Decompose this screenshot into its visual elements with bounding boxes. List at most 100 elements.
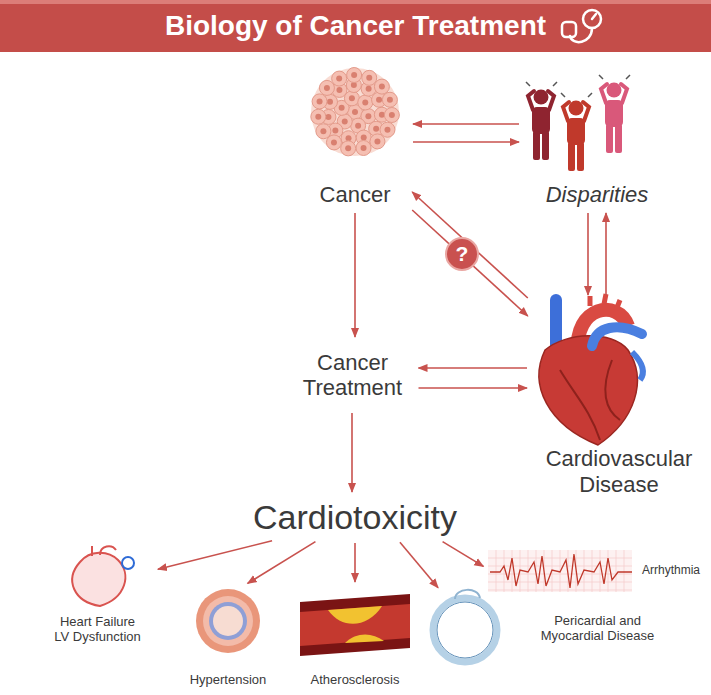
cancer-cluster-part-part [376,97,382,103]
cancer-cluster-part-part [312,94,327,109]
disparities-people-part-part [615,124,622,153]
cancer-cluster-part-part [358,95,373,110]
bp-monitor-icon [562,10,601,42]
heart-illustration-part [592,327,642,346]
cancer-cluster-part-part [316,124,331,139]
cancer-cluster-part-part [384,127,390,133]
cancer-cluster-part-part [327,99,333,105]
disparities-people-part [526,75,630,97]
hypertension-vessel-part [213,606,243,636]
bp-monitor-icon-part [562,22,576,37]
cancer-cluster-part [382,92,397,107]
disparities-people-part-part [528,91,554,110]
connector-arrow [419,387,528,389]
heart-failure-icon-part [72,553,125,606]
node-label: Arrhythmia [642,564,700,578]
cancer-cluster-part-part [342,119,348,125]
cancer-cluster-part [358,95,373,110]
cancer-cluster-part-part [365,113,371,119]
cancer-cluster-part-part [361,145,367,151]
ecg-strip-part-part [608,550,609,592]
connector-arrow [413,123,519,125]
disparities-people-part [563,101,589,172]
heart-illustration-part [632,352,643,380]
ecg-strip-part-part [488,590,632,591]
cancer-cluster-part [319,80,334,95]
connector-arrow [248,542,316,584]
connector-arrow [412,192,528,298]
title-bar [0,0,711,52]
disparities-people-part-part [568,142,575,171]
hypertension-node: Hypertension [176,585,280,691]
cancer-cluster-part-part [374,138,380,144]
cancer-cluster-part-part [379,84,385,90]
disparities-people-part-part [542,131,549,160]
node-label: Atherosclerosis [311,673,400,688]
bp-monitor-icon-part [583,10,601,28]
cancer-cluster-part [384,107,399,122]
cancer-cluster-part-part [387,97,393,103]
connector-arrow [605,213,607,295]
node-label: Cardiovascular Disease [534,446,704,497]
heart-illustration-part [539,336,637,445]
cancer-cluster-part [380,122,395,137]
treatment-node: Cancer Treatment [290,340,416,410]
title-text: Biology of Cancer Treatment [165,10,546,42]
node-label: Disparities [546,182,649,207]
atherosclerosis-artery-part [328,606,382,624]
disparities-people-part-part [533,131,540,160]
hypertension-vessel-part [196,589,260,653]
heart-illustration-part [560,360,620,440]
connector-arrow [400,542,438,587]
atherosclerosis-node: Atherosclerosis [296,585,414,691]
cancer-cluster-part-part [366,86,372,92]
cancer-cluster-part-part [324,85,330,91]
cancer-cluster-part-part [345,145,351,151]
disparities-people-part-part [601,84,627,103]
connector-arrow [351,413,353,492]
heart-illustration [539,294,643,445]
node-label: Cancer [320,182,391,207]
cancer-cluster-part-part [349,95,355,101]
ecg-strip-part-part [624,550,625,592]
cancer-cluster-part-part [347,68,362,83]
disparities-people-part-part [577,142,584,171]
connector-arrow [413,141,519,143]
cancer-cluster-part-part [361,135,367,141]
cancer-cluster-part [347,68,362,83]
heart-failure-icon [72,546,134,606]
cancer-cluster-part-part [362,70,377,85]
node-label: Heart Failure LV Dysfunction [51,615,144,645]
question-badge: ? [445,237,479,271]
cancer-cluster-part [332,71,347,86]
arrhythmia-node: Arrhythmia [486,545,706,596]
connector-arrow [419,367,528,369]
pericardium-ring [433,590,497,662]
bp-monitor-icon-part [570,28,592,42]
disparities-people-part [601,83,627,154]
cancer-cluster-part-part [384,107,399,122]
disparities-people-part [528,90,554,161]
heart-failure-node: Heart Failure LV Dysfunction [40,540,155,648]
ecg-strip-part-part [512,550,513,592]
ecg-strip-part-part [616,550,617,592]
disparities-people-part-part [563,102,589,121]
cancer-cluster-part-part [336,87,342,93]
connector-arrow [158,541,272,570]
cancer-cluster-part-part [366,75,372,81]
cancer-cluster-part [341,141,356,156]
ecg-strip-part-part [496,550,497,592]
heart-failure-icon-part [92,546,116,556]
hypertension-vessel-part [203,596,253,646]
cancer-cluster-part-part [311,109,326,124]
cancer-cluster-part [370,134,385,149]
cancer-cluster-part-part [351,72,357,78]
node-label: Pericardial and Myocardial Disease [535,614,660,644]
ecg-strip-part [488,550,632,592]
cancer-cluster-part [316,124,331,139]
cancer-cluster-part-part [356,140,371,155]
disparities-people-part-part [606,124,613,153]
pericardial-node: Pericardial and Myocardial Disease [425,590,675,668]
cancer-cluster-part-part [389,112,395,118]
